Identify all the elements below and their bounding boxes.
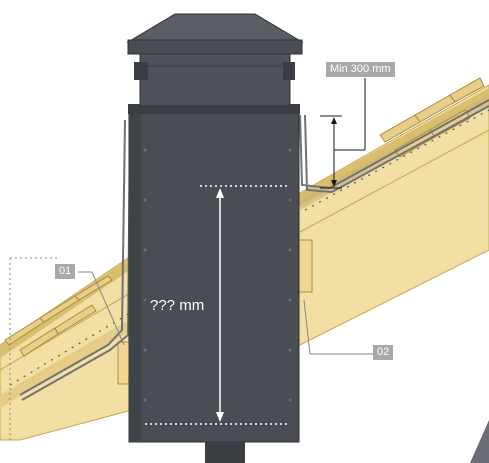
right-roof-tiles xyxy=(379,77,485,158)
callout-leaders xyxy=(78,271,373,355)
lower-right-element xyxy=(470,420,489,463)
part-01-label: 01 xyxy=(55,264,76,279)
left-roof-tiles xyxy=(4,275,113,357)
part-02-label: 02 xyxy=(373,345,394,360)
right-roof-slope xyxy=(295,77,489,346)
chimney xyxy=(126,13,304,463)
height-dimension xyxy=(145,185,290,425)
clearance-dimension xyxy=(320,78,366,189)
min-clearance-label: Min 300 mm xyxy=(326,62,395,77)
height-label: ??? mm xyxy=(150,297,205,314)
frame-guides xyxy=(9,257,60,440)
